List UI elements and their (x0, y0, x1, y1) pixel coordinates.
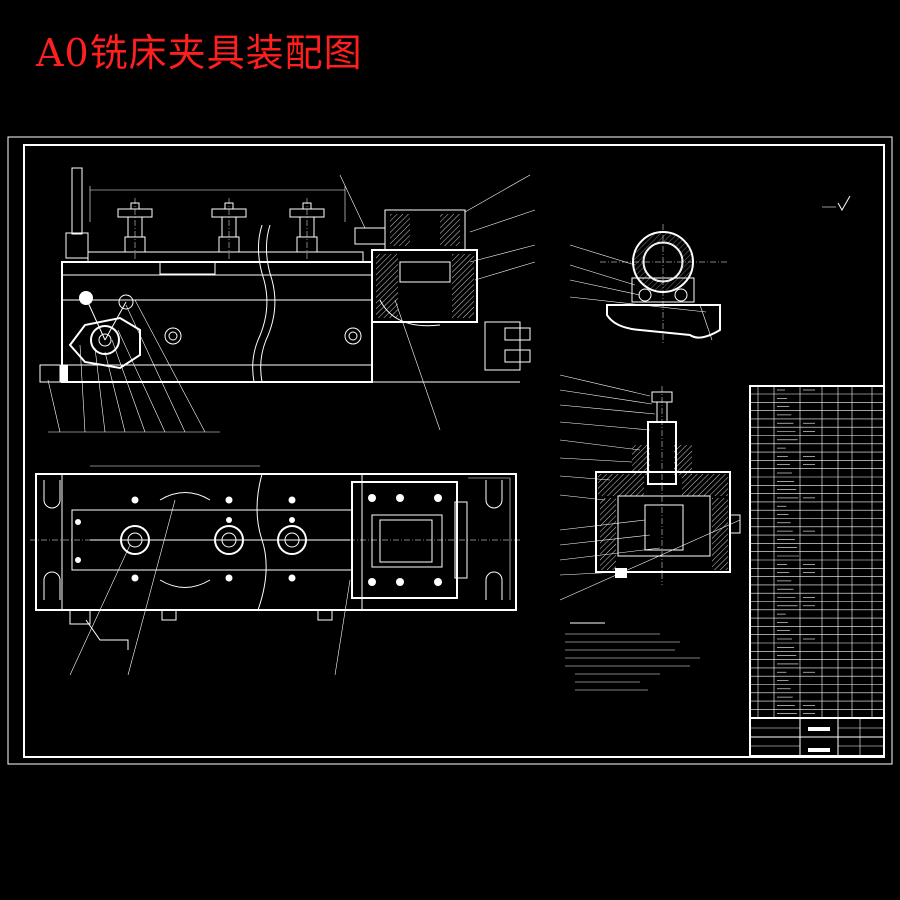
surface-roughness-mark (822, 195, 851, 212)
front-view (39, 167, 536, 433)
technical-notes (565, 622, 700, 691)
detail-section (559, 374, 741, 601)
parts-list-table (749, 385, 885, 719)
top-view (30, 465, 520, 676)
side-view (569, 224, 727, 345)
sheet-outer-border (7, 136, 893, 765)
page-title: A0铣床夹具装配图 (36, 31, 363, 75)
title-block (749, 717, 885, 757)
